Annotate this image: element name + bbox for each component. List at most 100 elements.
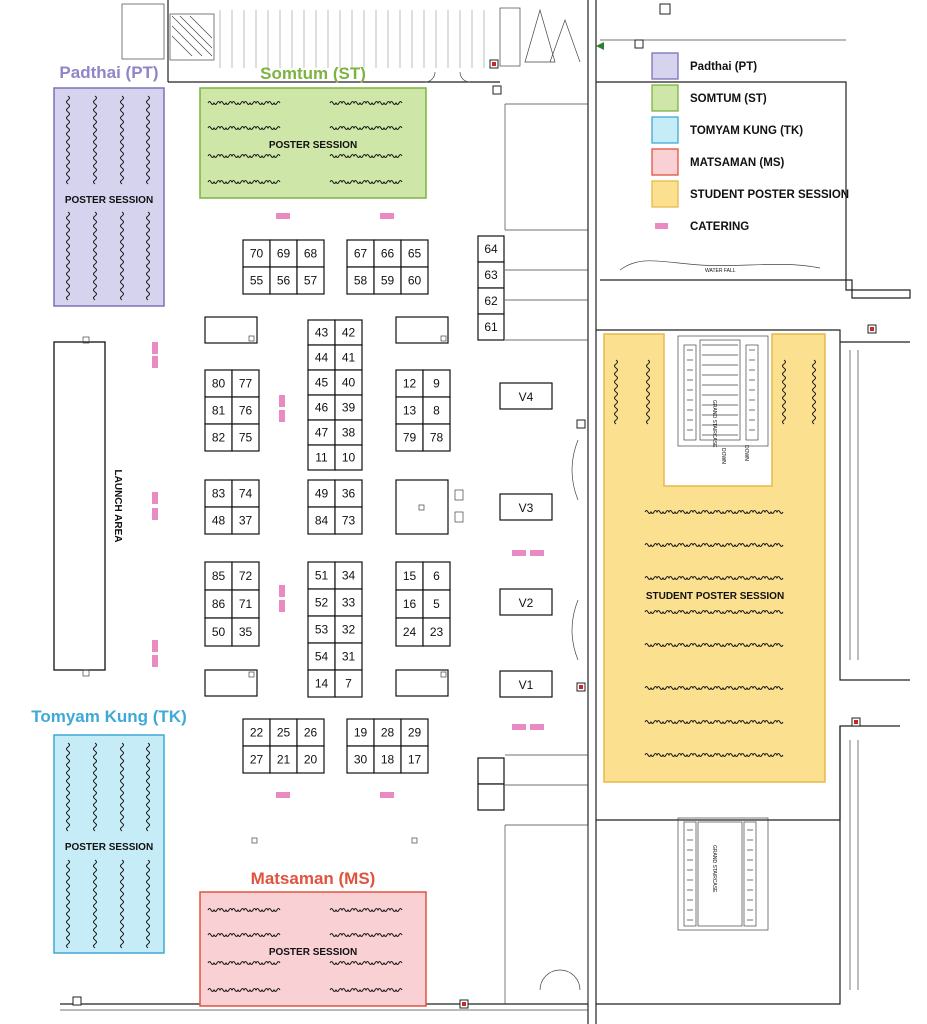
booth-59[interactable]: 59 xyxy=(373,266,402,295)
student-poster-area[interactable]: STUDENT POSTER SESSION xyxy=(603,333,826,783)
booth-11[interactable]: 11 xyxy=(307,444,336,471)
booth-77[interactable]: 77 xyxy=(231,369,260,398)
booth-54[interactable]: 54 xyxy=(307,642,336,671)
booth-76[interactable]: 76 xyxy=(231,396,260,425)
booth-85[interactable]: 85 xyxy=(204,561,233,591)
legend-label-sp: STUDENT POSTER SESSION xyxy=(690,189,849,201)
catering-mark xyxy=(276,213,290,219)
booth-undefined[interactable] xyxy=(477,783,505,811)
booth-70[interactable]: 70 xyxy=(242,239,271,268)
padthai-area[interactable]: POSTER SESSION xyxy=(53,87,165,307)
booth-25[interactable]: 25 xyxy=(269,718,298,747)
booth-81[interactable]: 81 xyxy=(204,396,233,425)
booth-28[interactable]: 28 xyxy=(373,718,402,747)
somtum-area[interactable]: POSTER SESSION xyxy=(199,87,427,199)
booth-50[interactable]: 50 xyxy=(204,617,233,647)
vip-booth-v3[interactable]: V3 xyxy=(499,493,553,521)
booth-number: 26 xyxy=(304,726,318,740)
booth-57[interactable]: 57 xyxy=(296,266,325,295)
vip-booth-v4[interactable]: V4 xyxy=(499,382,553,410)
booth-35[interactable]: 35 xyxy=(231,617,260,647)
tk-session-label: POSTER SESSION xyxy=(65,842,153,853)
booth-78[interactable]: 78 xyxy=(422,423,451,452)
booth-24[interactable]: 24 xyxy=(395,617,424,647)
booth-55[interactable]: 55 xyxy=(242,266,271,295)
booth-46[interactable]: 46 xyxy=(307,394,336,421)
booth-9[interactable]: 9 xyxy=(422,369,451,398)
booth-13[interactable]: 13 xyxy=(395,396,424,425)
legend-label-pt: Padthai (PT) xyxy=(690,61,757,73)
booth-82[interactable]: 82 xyxy=(204,423,233,452)
booth-69[interactable]: 69 xyxy=(269,239,298,268)
booth-80[interactable]: 80 xyxy=(204,369,233,398)
booth-27[interactable]: 27 xyxy=(242,745,271,774)
booth-44[interactable]: 44 xyxy=(307,344,336,371)
booth-19[interactable]: 19 xyxy=(346,718,375,747)
booth-48[interactable]: 48 xyxy=(204,506,233,535)
booth-42[interactable]: 42 xyxy=(334,319,363,346)
booth-30[interactable]: 30 xyxy=(346,745,375,774)
booth-64[interactable]: 64 xyxy=(477,235,505,263)
booth-73[interactable]: 73 xyxy=(334,506,363,535)
booth-10[interactable]: 10 xyxy=(334,444,363,471)
vip-booth-v1[interactable]: V1 xyxy=(499,670,553,698)
booth-40[interactable]: 40 xyxy=(334,369,363,396)
booth-5[interactable]: 5 xyxy=(422,589,451,619)
booth-71[interactable]: 71 xyxy=(231,589,260,619)
booth-79[interactable]: 79 xyxy=(395,423,424,452)
booth-12[interactable]: 12 xyxy=(395,369,424,398)
booth-18[interactable]: 18 xyxy=(373,745,402,774)
booth-16[interactable]: 16 xyxy=(395,589,424,619)
booth-21[interactable]: 21 xyxy=(269,745,298,774)
tomyam-area[interactable]: POSTER SESSION xyxy=(53,734,165,954)
booth-43[interactable]: 43 xyxy=(307,319,336,346)
booth-undefined[interactable] xyxy=(477,757,505,785)
booth-86[interactable]: 86 xyxy=(204,589,233,619)
booth-32[interactable]: 32 xyxy=(334,615,363,644)
booth-22[interactable]: 22 xyxy=(242,718,271,747)
booth-75[interactable]: 75 xyxy=(231,423,260,452)
booth-67[interactable]: 67 xyxy=(346,239,375,268)
booth-66[interactable]: 66 xyxy=(373,239,402,268)
booth-74[interactable]: 74 xyxy=(231,479,260,508)
booth-33[interactable]: 33 xyxy=(334,588,363,617)
booth-60[interactable]: 60 xyxy=(400,266,429,295)
launch-area[interactable]: LAUNCH AREA xyxy=(53,336,123,677)
booth-83[interactable]: 83 xyxy=(204,479,233,508)
booth-45[interactable]: 45 xyxy=(307,369,336,396)
booth-7[interactable]: 7 xyxy=(334,669,363,698)
booth-26[interactable]: 26 xyxy=(296,718,325,747)
booth-47[interactable]: 47 xyxy=(307,419,336,446)
booth-49[interactable]: 49 xyxy=(307,479,336,508)
booth-8[interactable]: 8 xyxy=(422,396,451,425)
booth-29[interactable]: 29 xyxy=(400,718,429,747)
booth-51[interactable]: 51 xyxy=(307,561,336,590)
booth-36[interactable]: 36 xyxy=(334,479,363,508)
matsaman-area[interactable]: POSTER SESSION xyxy=(199,891,427,1007)
booth-63[interactable]: 63 xyxy=(477,261,505,289)
booth-58[interactable]: 58 xyxy=(346,266,375,295)
booth-15[interactable]: 15 xyxy=(395,561,424,591)
booth-56[interactable]: 56 xyxy=(269,266,298,295)
booth-31[interactable]: 31 xyxy=(334,642,363,671)
booth-62[interactable]: 62 xyxy=(477,287,505,315)
booth-65[interactable]: 65 xyxy=(400,239,429,268)
booth-72[interactable]: 72 xyxy=(231,561,260,591)
booth-6[interactable]: 6 xyxy=(422,561,451,591)
booth-84[interactable]: 84 xyxy=(307,506,336,535)
booth-41[interactable]: 41 xyxy=(334,344,363,371)
booth-34[interactable]: 34 xyxy=(334,561,363,590)
booth-20[interactable]: 20 xyxy=(296,745,325,774)
booth-61[interactable]: 61 xyxy=(477,313,505,341)
booth-38[interactable]: 38 xyxy=(334,419,363,446)
booth-53[interactable]: 53 xyxy=(307,615,336,644)
booth-14[interactable]: 14 xyxy=(307,669,336,698)
booth-37[interactable]: 37 xyxy=(231,506,260,535)
booth-39[interactable]: 39 xyxy=(334,394,363,421)
booth-68[interactable]: 68 xyxy=(296,239,325,268)
booth-17[interactable]: 17 xyxy=(400,745,429,774)
booth-23[interactable]: 23 xyxy=(422,617,451,647)
vip-booth-v2[interactable]: V2 xyxy=(499,588,553,616)
booth-52[interactable]: 52 xyxy=(307,588,336,617)
